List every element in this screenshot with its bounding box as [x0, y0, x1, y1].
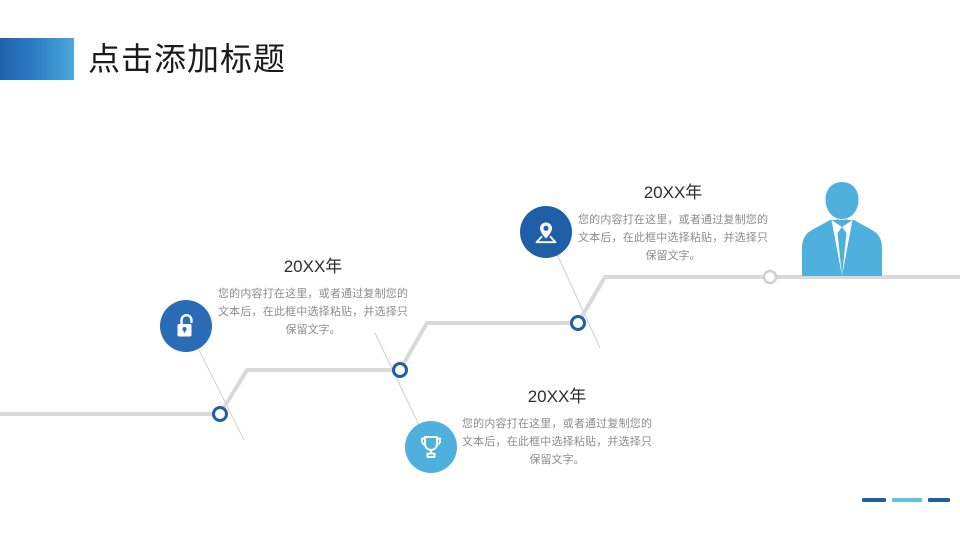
timeline-text-2: 20XX年 您的内容打在这里，或者通过复制您的文本后，在此框中选择粘贴，并选择只… [462, 387, 652, 469]
page-title: 点击添加标题 [88, 41, 287, 77]
timeline-marker-end [762, 269, 778, 285]
timeline-year-1: 20XX年 [283, 257, 343, 276]
leader-line-1 [195, 343, 245, 441]
timeline-icon-1[interactable] [160, 300, 212, 352]
timeline-desc-1: 您的内容打在这里，或者通过复制您的文本后，在此框中选择粘贴，并选择只保留文字。 [218, 287, 408, 336]
timeline-icon-2[interactable] [405, 421, 457, 473]
timeline-icon-3[interactable] [520, 206, 572, 258]
lock-icon [172, 311, 200, 341]
trophy-icon [416, 432, 446, 462]
footer-mark-2 [892, 497, 922, 502]
timeline-year-2: 20XX年 [527, 387, 587, 406]
timeline-year-3: 20XX年 [643, 183, 703, 202]
footer-mark-3 [928, 497, 950, 502]
timeline-path [0, 275, 960, 416]
footer-mark-1 [862, 497, 886, 502]
timeline-marker-2 [392, 362, 408, 378]
leader-line-3 [555, 251, 601, 349]
leader-line-2 [374, 332, 421, 428]
timeline-desc-3: 您的内容打在这里，或者通过复制您的文本后，在此框中选择粘贴，并选择只保留文字。 [578, 213, 768, 262]
title-accent-bar [0, 38, 74, 80]
location-pin-icon [531, 217, 561, 247]
timeline-marker-1 [212, 406, 228, 422]
timeline-markers [212, 269, 778, 422]
timeline-text-3: 20XX年 您的内容打在这里，或者通过复制您的文本后，在此框中选择粘贴，并选择只… [578, 183, 768, 265]
timeline-desc-2: 您的内容打在这里，或者通过复制您的文本后，在此框中选择粘贴，并选择只保留文字。 [462, 417, 652, 466]
timeline-text-1: 20XX年 您的内容打在这里，或者通过复制您的文本后，在此框中选择粘贴，并选择只… [218, 257, 408, 339]
timeline-marker-3 [570, 315, 586, 331]
footer-decoration [862, 497, 950, 502]
businessman-silhouette-illustration [800, 180, 884, 278]
